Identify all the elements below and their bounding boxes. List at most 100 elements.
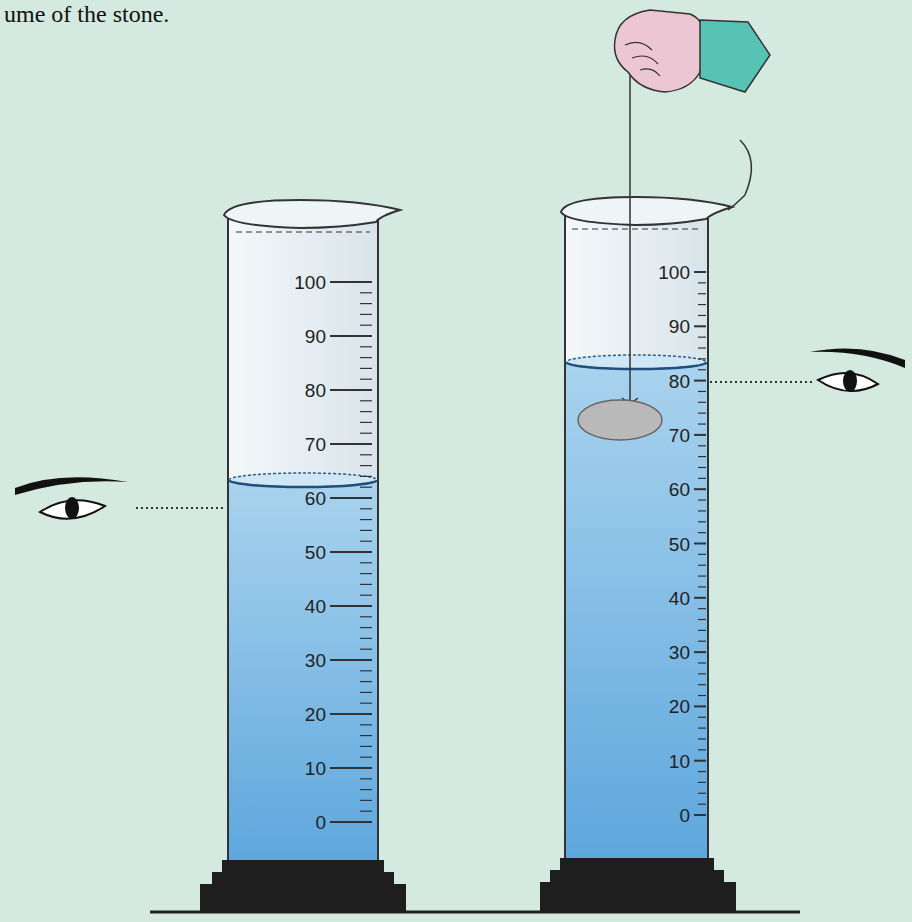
scale-tick bbox=[330, 767, 372, 769]
scale-tick bbox=[330, 281, 372, 283]
scale-tick bbox=[698, 445, 706, 446]
scale-tick bbox=[698, 510, 706, 511]
scale-number: 0 bbox=[679, 806, 690, 825]
cylinder-bases bbox=[200, 858, 736, 912]
scale-tick bbox=[698, 793, 706, 794]
scale-tick bbox=[360, 541, 372, 542]
scale-number: 50 bbox=[305, 543, 326, 562]
scale-tick bbox=[698, 413, 706, 414]
scale-number: 10 bbox=[305, 759, 326, 778]
scale-tick bbox=[360, 465, 372, 466]
scale-tick bbox=[694, 760, 706, 762]
left-cylinder bbox=[224, 200, 400, 865]
scale-tick bbox=[694, 597, 706, 599]
scale-tick bbox=[694, 271, 706, 273]
scale-tick bbox=[360, 595, 372, 596]
scale-tick bbox=[360, 379, 372, 380]
scale-number: 100 bbox=[658, 263, 690, 282]
scale-tick bbox=[698, 282, 706, 283]
scale-tick bbox=[360, 584, 372, 585]
scale-tick bbox=[698, 499, 706, 500]
scale-tick bbox=[360, 422, 372, 423]
scale-tick bbox=[360, 649, 372, 650]
scale-number: 90 bbox=[669, 317, 690, 336]
scale-number: 30 bbox=[305, 651, 326, 670]
scale-tick bbox=[360, 292, 372, 293]
scale-tick bbox=[360, 692, 372, 693]
scale-tick bbox=[360, 325, 372, 326]
scale-tick bbox=[360, 357, 372, 358]
scale-tick bbox=[698, 575, 706, 576]
scale-tick bbox=[360, 433, 372, 434]
scale-tick bbox=[330, 335, 372, 337]
string bbox=[629, 62, 631, 400]
scale-number: 80 bbox=[305, 381, 326, 400]
scale-tick bbox=[360, 681, 372, 682]
scale-tick bbox=[698, 749, 706, 750]
scale-tick bbox=[698, 673, 706, 674]
scale-tick bbox=[698, 358, 706, 359]
scale-tick bbox=[694, 325, 706, 327]
scale-tick bbox=[360, 411, 372, 412]
scale-tick bbox=[698, 728, 706, 729]
scale-tick bbox=[330, 497, 372, 499]
scale-tick bbox=[360, 508, 372, 509]
scale-tick bbox=[698, 608, 706, 609]
scale-tick bbox=[360, 616, 372, 617]
scale-tick bbox=[360, 735, 372, 736]
scale-tick bbox=[698, 456, 706, 457]
scale-tick bbox=[698, 423, 706, 424]
scale-tick bbox=[698, 402, 706, 403]
scale-tick bbox=[698, 662, 706, 663]
scale-tick bbox=[698, 619, 706, 620]
hand bbox=[615, 10, 770, 92]
caption-fragment: ume of the stone. bbox=[4, 2, 169, 26]
scale-tick bbox=[360, 638, 372, 639]
scale-number: 40 bbox=[305, 597, 326, 616]
scale-tick bbox=[694, 380, 706, 382]
right-eye bbox=[710, 348, 905, 392]
scale-tick bbox=[360, 346, 372, 347]
scale-tick bbox=[360, 724, 372, 725]
scale-tick bbox=[330, 605, 372, 607]
scale-tick bbox=[698, 738, 706, 739]
scale-tick bbox=[698, 337, 706, 338]
scale-tick bbox=[360, 476, 372, 477]
scale-tick bbox=[698, 771, 706, 772]
scale-tick bbox=[698, 565, 706, 566]
scale-tick bbox=[360, 778, 372, 779]
scale-tick bbox=[698, 782, 706, 783]
scale-tick bbox=[360, 314, 372, 315]
scale-tick bbox=[698, 521, 706, 522]
scale-number: 100 bbox=[294, 273, 326, 292]
scale-tick bbox=[330, 659, 372, 661]
scale-tick bbox=[698, 369, 706, 370]
left-eye bbox=[15, 477, 226, 519]
scale-tick bbox=[694, 705, 706, 707]
scale-tick bbox=[360, 573, 372, 574]
scale-tick bbox=[694, 543, 706, 545]
scale-tick bbox=[698, 630, 706, 631]
scale-tick bbox=[698, 478, 706, 479]
scale-tick bbox=[694, 814, 706, 816]
scale-tick bbox=[330, 443, 372, 445]
scale-tick bbox=[698, 554, 706, 555]
scale-tick bbox=[360, 789, 372, 790]
scale-tick bbox=[360, 746, 372, 747]
scale-tick bbox=[360, 400, 372, 401]
scale-number: 60 bbox=[669, 480, 690, 499]
scale-tick bbox=[698, 391, 706, 392]
scale-tick bbox=[360, 757, 372, 758]
scale-number: 20 bbox=[669, 697, 690, 716]
scale-tick bbox=[330, 389, 372, 391]
scale-number: 40 bbox=[669, 588, 690, 607]
scale-tick bbox=[698, 586, 706, 587]
right-cylinder bbox=[561, 197, 732, 862]
scale-number: 10 bbox=[669, 751, 690, 770]
scale-tick bbox=[698, 684, 706, 685]
scale-tick bbox=[694, 651, 706, 653]
scale-tick bbox=[360, 530, 372, 531]
scale-number: 20 bbox=[305, 705, 326, 724]
scale-tick bbox=[360, 303, 372, 304]
